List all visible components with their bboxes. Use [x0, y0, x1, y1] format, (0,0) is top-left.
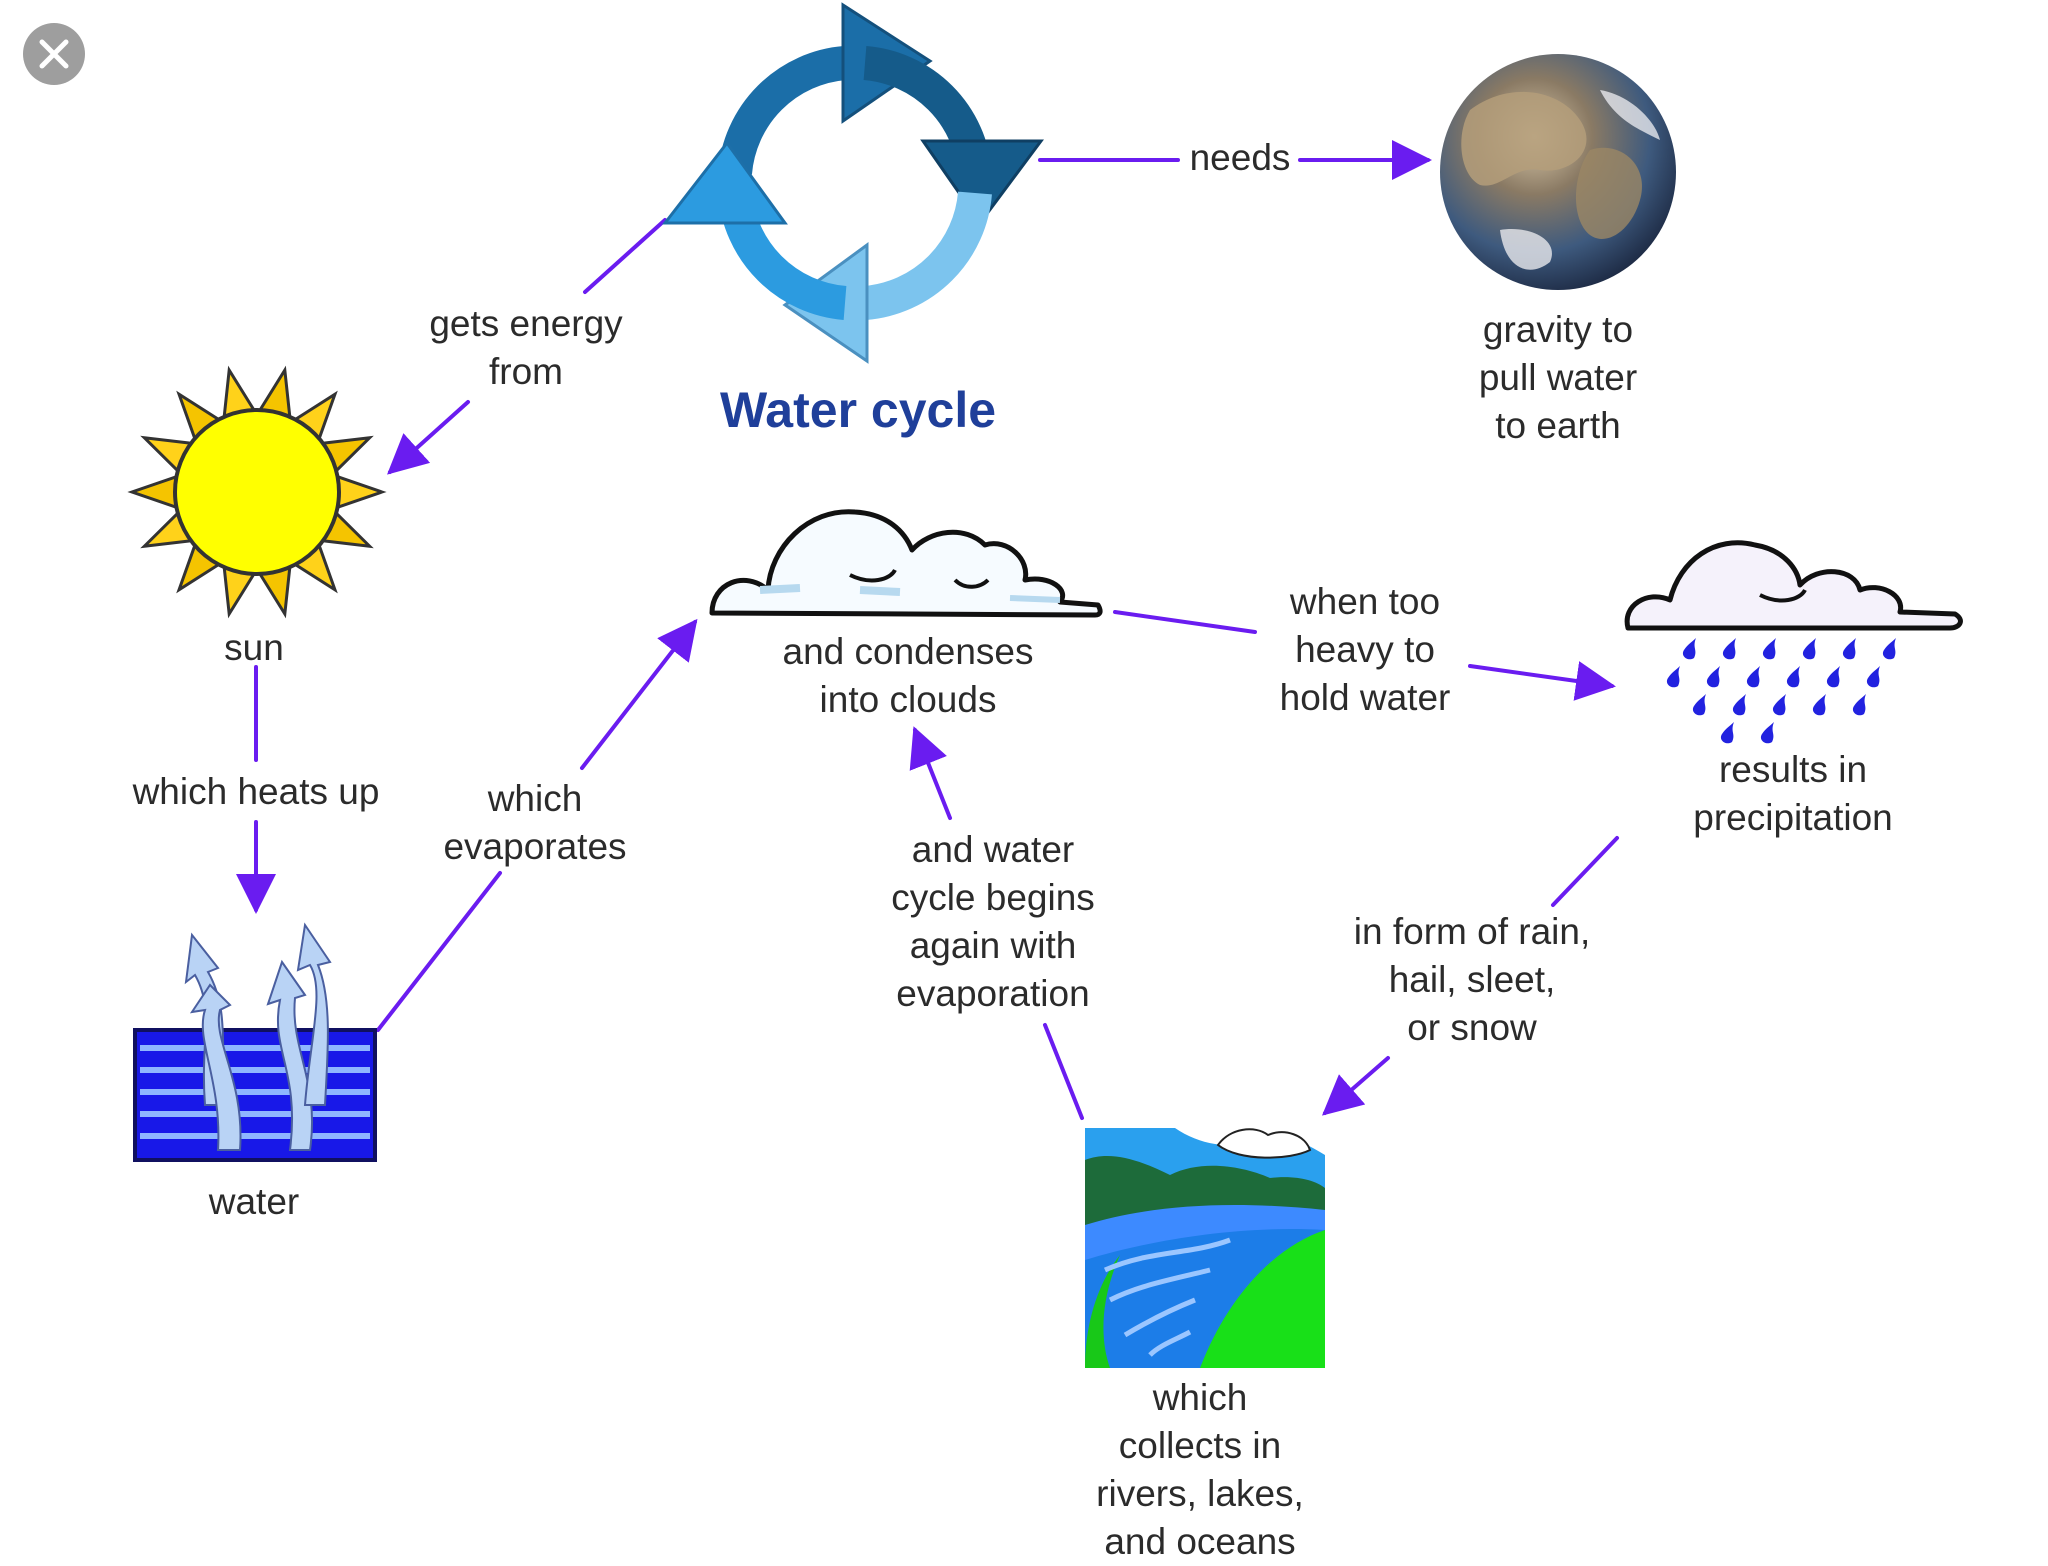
- rain-cloud-icon: [1624, 540, 1963, 744]
- link-label-too-heavy: when too heavy to hold water: [1280, 578, 1451, 722]
- link-label-line: which: [487, 778, 583, 819]
- clouds-label-line: into clouds: [819, 679, 997, 720]
- link-label-in-form-of: in form of rain, hail, sleet, or snow: [1354, 908, 1590, 1052]
- arrow-heavy-a: [1113, 610, 1257, 634]
- close-button[interactable]: [23, 23, 85, 85]
- raindrop: [1666, 666, 1680, 688]
- link-label-line: and water: [911, 829, 1075, 870]
- gravity-label-line: gravity to: [1482, 309, 1634, 350]
- raindrop: [1746, 666, 1760, 688]
- raindrop: [1802, 638, 1816, 660]
- precipitation-label-line: results in: [1718, 749, 1868, 790]
- link-label-line: in form of rain,: [1353, 911, 1591, 952]
- collects-label-line: rivers, lakes,: [1096, 1473, 1304, 1514]
- arrow-evap-a: [376, 871, 502, 1032]
- raindrop: [1826, 666, 1840, 688]
- gravity-label-line: to earth: [1495, 405, 1621, 446]
- arrow-heavy-b: [1468, 661, 1616, 701]
- sun-label-line: sun: [224, 627, 284, 668]
- raindrop: [1722, 638, 1736, 660]
- water-cycle-arrows-icon: [661, 2, 1044, 364]
- link-label-line: evaporates: [443, 826, 627, 867]
- collects-label-line: collects in: [1118, 1425, 1282, 1466]
- raindrop: [1812, 694, 1826, 716]
- link-label-evaporates: which evaporates: [443, 775, 626, 871]
- precipitation-label: results in precipitation: [1693, 746, 1893, 842]
- raindrop: [1692, 694, 1706, 716]
- raindrop: [1882, 638, 1896, 660]
- arrow-energy-a: [583, 218, 667, 294]
- collects-label: which collects in rivers, lakes, and oce…: [1096, 1374, 1304, 1566]
- link-label-gets-energy: gets energy from: [429, 300, 622, 396]
- earth-globe-icon: [1440, 54, 1676, 290]
- gravity-label: gravity to pull water to earth: [1479, 306, 1637, 450]
- precipitation-label-line: precipitation: [1693, 797, 1893, 838]
- link-label-line: heavy to: [1295, 629, 1435, 670]
- raindrop: [1842, 638, 1856, 660]
- sun-label: sun: [224, 624, 284, 672]
- water-label-line: water: [208, 1181, 300, 1222]
- clouds-label: and condenses into clouds: [783, 628, 1034, 724]
- sun-ray: [333, 473, 387, 511]
- raindrop: [1732, 694, 1746, 716]
- link-label-line: which heats up: [132, 771, 380, 812]
- collects-label-line: which: [1152, 1377, 1248, 1418]
- raindrop: [1786, 666, 1800, 688]
- link-label-heats-up: which heats up: [133, 768, 380, 816]
- link-label-line: when too: [1289, 581, 1441, 622]
- gravity-label-line: pull water: [1478, 357, 1638, 398]
- link-label-line: gets energy: [429, 303, 623, 344]
- raindrop: [1760, 722, 1774, 744]
- arrow-again-b: [909, 726, 952, 820]
- link-label-line: evaporation: [896, 973, 1090, 1014]
- link-label-line: needs: [1189, 137, 1291, 178]
- raindrop: [1720, 722, 1734, 744]
- connector-arrows: [236, 140, 1619, 1120]
- river-landscape-icon: [1085, 1128, 1325, 1368]
- cloud-icon: [709, 509, 1103, 618]
- raindrop: [1866, 666, 1880, 688]
- link-label-needs: needs: [1183, 134, 1297, 182]
- clouds-label-line: and condenses: [782, 631, 1034, 672]
- link-label-line: hail, sleet,: [1388, 959, 1556, 1000]
- water-label: water: [209, 1178, 299, 1226]
- raindrop: [1706, 666, 1720, 688]
- sun-icon: [127, 365, 387, 619]
- raindrop: [1762, 638, 1776, 660]
- arrow-form-a: [1551, 836, 1619, 907]
- arrow-form-b: [1321, 1056, 1390, 1116]
- link-label-line: cycle begins: [891, 877, 1095, 918]
- arrow-energy-b: [387, 400, 470, 475]
- link-label-line: or snow: [1407, 1007, 1537, 1048]
- raindrop: [1852, 694, 1866, 716]
- collects-label-line: and oceans: [1104, 1521, 1296, 1562]
- link-label-line: hold water: [1279, 677, 1451, 718]
- diagram-title: Water cycle: [719, 382, 997, 438]
- link-label-begins-again: and water cycle begins again with evapor…: [891, 826, 1095, 1018]
- link-label-line: from: [488, 351, 563, 392]
- raindrop: [1772, 694, 1786, 716]
- arrow-again-a: [1043, 1023, 1084, 1120]
- arrow-evap-b: [580, 618, 698, 770]
- close-icon: [39, 39, 69, 69]
- link-label-line: again with: [909, 925, 1077, 966]
- raindrop: [1682, 638, 1696, 660]
- water-evaporation-icon: [133, 922, 377, 1162]
- sun-ray: [127, 473, 181, 511]
